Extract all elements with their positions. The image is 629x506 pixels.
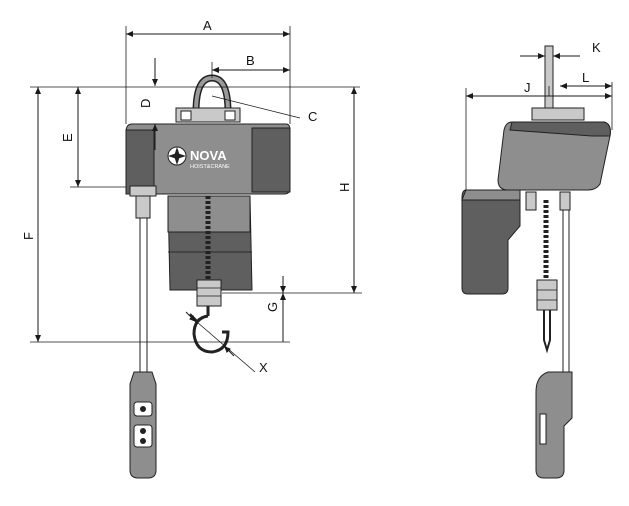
side-pendant-controller [535, 371, 573, 479]
bottom-hook-block [189, 279, 230, 354]
brand-tagline: HOIST&CRANE [190, 164, 230, 170]
down-button-icon [140, 428, 146, 434]
dim-label-e: E [60, 133, 75, 142]
top-suspension-loop [175, 74, 241, 123]
dim-label-g: G [265, 302, 280, 312]
dim-label-h: H [337, 183, 352, 192]
nova-logo-icon [167, 146, 187, 166]
hoist-motor-body: NOVA HOIST&CRANE [125, 123, 291, 197]
stop-button-icon [140, 438, 146, 444]
dim-label-c: C [308, 109, 317, 124]
side-view [461, 45, 611, 479]
up-button-icon [140, 406, 146, 412]
front-dimensions: A B C D E F H G X [21, 18, 362, 375]
dim-label-b: B [246, 53, 255, 68]
dim-label-k: K [592, 40, 601, 55]
side-hook-block [536, 279, 558, 311]
pendant-cable [135, 195, 151, 372]
dim-label-f: F [21, 232, 36, 240]
brand-name: NOVA [190, 148, 227, 163]
dim-label-d: D [138, 99, 153, 108]
dim-label-x: X [259, 360, 268, 375]
pendant-controller [129, 371, 157, 479]
side-dimensions: K J L [465, 40, 613, 190]
side-chain-bag [461, 189, 521, 295]
suspension-pin [544, 45, 554, 111]
dim-label-j: J [524, 80, 531, 95]
front-view: NOVA HOIST&CRANE [125, 74, 291, 479]
dim-label-a: A [203, 18, 212, 33]
dim-label-l: L [582, 70, 589, 85]
